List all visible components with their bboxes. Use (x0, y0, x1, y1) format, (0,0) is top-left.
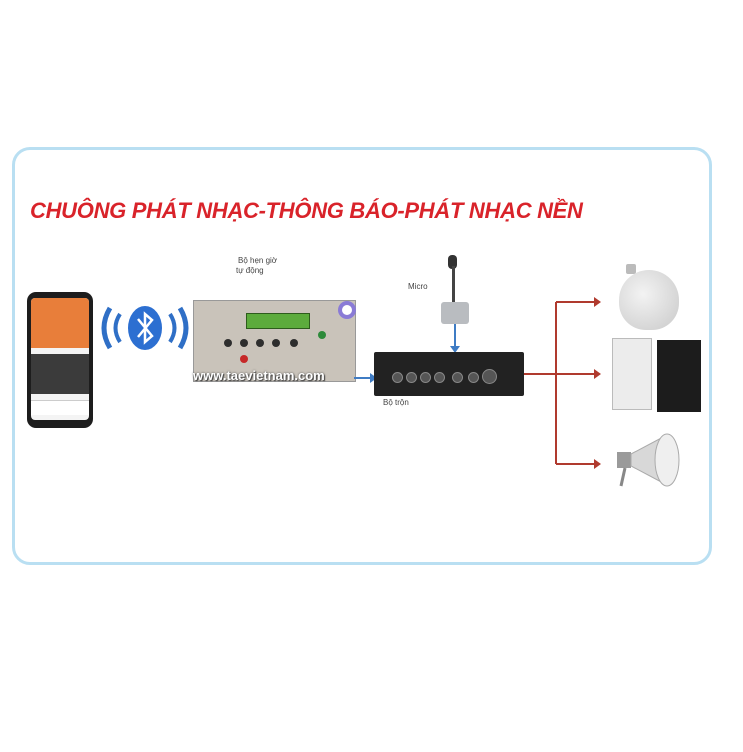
arrow-timer-to-mixer (354, 373, 377, 383)
mixer-knob (468, 372, 479, 383)
timer-lcd-display (246, 313, 310, 329)
wall-speaker-white (612, 338, 652, 410)
branch-line (524, 373, 556, 375)
arrow-to-horn-speaker (556, 459, 601, 469)
phone-album-art (31, 298, 89, 348)
timer-button (224, 339, 232, 347)
timer-button (290, 339, 298, 347)
arrow-to-dome-speaker (556, 297, 601, 307)
phone-track-art (31, 354, 89, 394)
arrow-micro-to-mixer (450, 324, 460, 353)
mixer-knob (420, 372, 431, 383)
mixer-knob (392, 372, 403, 383)
bluetooth-icon (101, 306, 189, 350)
microphone-head (448, 255, 457, 269)
microphone-stem (452, 266, 455, 304)
timer-label-line1: Bộ hẹn giờ (238, 256, 278, 265)
microphone-base (441, 302, 469, 324)
diagram-title: CHUÔNG PHÁT NHẠC-THÔNG BÁO-PHÁT NHẠC NỀN (30, 198, 583, 223)
timer-button (240, 339, 248, 347)
mixer-volume-knob (482, 369, 497, 384)
smartphone (27, 292, 93, 428)
timer-red-button (240, 355, 248, 363)
phone-screen (31, 298, 89, 420)
mixer-knob (452, 372, 463, 383)
mixer-knob (434, 372, 445, 383)
dome-speaker (619, 270, 679, 330)
auto-timer-device (193, 300, 356, 382)
mixer-knob (406, 372, 417, 383)
wall-speaker-black (657, 340, 701, 412)
timer-button (272, 339, 280, 347)
branch-trunk (555, 302, 557, 464)
dome-speaker-mount (626, 264, 636, 274)
brand-logo-icon (338, 301, 356, 319)
horn-speaker (617, 433, 680, 487)
phone-nav-bar (31, 400, 89, 415)
website-watermark: www.taevietnam.com (193, 368, 325, 383)
timer-button (256, 339, 264, 347)
arrow-to-box-speakers (556, 369, 601, 379)
diagram-frame (12, 147, 712, 565)
micro-label: Micro (408, 282, 428, 291)
mixer-amplifier (374, 352, 524, 396)
timer-green-button (318, 331, 326, 339)
mixer-label: Bộ trộn (383, 398, 409, 407)
timer-label-line2: tự động (236, 266, 264, 275)
